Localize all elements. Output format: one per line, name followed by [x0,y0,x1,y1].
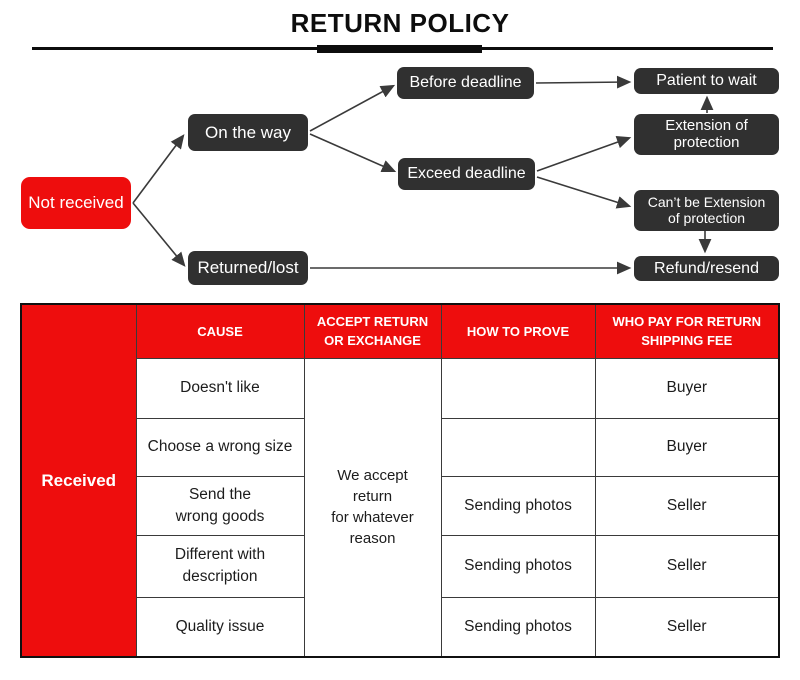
flowchart-node-on-the-way: On the way [188,114,308,151]
flowchart-node-cant-be-extension: Can’t be Extension of protection [634,190,779,231]
table-cell-prove: Sending photos [440,596,596,658]
table-row: Different with description Sending photo… [21,534,780,598]
table-cell-payer: Buyer [594,357,780,419]
flowchart-node-exceed-deadline: Exceed deadline [398,158,535,190]
arrow-notreceived-returnedlost [132,202,186,267]
flowchart-node-before-deadline: Before deadline [397,67,534,99]
arrow-ontheway-exceeddeadline [309,133,397,173]
arrow-beforedeadline-patienttowait [535,75,632,89]
flowchart-node-refund-resend: Refund/resend [634,256,779,281]
table-header-accept-return: ACCEPT RETURN OR EXCHANGE [303,303,442,359]
table-header-how-to-prove: HOW TO PROVE [440,303,596,359]
arrow-exceeddeadline-extension [536,136,632,172]
table-row-header-received: Received [20,303,137,658]
table-cell-prove: Sending photos [440,534,596,598]
table-header-cause: CAUSE [135,303,305,359]
table-row: Quality issue Sending photos Seller [21,596,780,658]
table-cell-cause: Quality issue [135,596,305,658]
table-cell-prove: Sending photos [440,475,596,536]
table-cell-cause: Choose a wrong size [135,417,305,477]
table-row: Choose a wrong size Buyer [21,417,780,477]
table-cell-payer: Seller [594,596,780,658]
table-row: Doesn't like We accept return for whatev… [21,357,780,658]
table-cell-payer: Seller [594,534,780,598]
arrow-exceeddeadline-cantbeextension [536,176,632,209]
table-cell-cause: Doesn't like [135,357,305,419]
table-cell-payer: Buyer [594,417,780,477]
flowchart-node-patient-to-wait: Patient to wait [634,68,779,94]
table-header-who-pays: WHO PAY FOR RETURN SHIPPING FEE [594,303,780,359]
table-cell-cause: Send the wrong goods [135,475,305,536]
table-cell-prove [440,417,596,477]
arrow-ontheway-beforedeadline [309,84,396,132]
flowchart-node-not-received: Not received [21,177,131,229]
page-title: RETURN POLICY [290,8,510,38]
table-cell-accept-note: We accept return for whatever reason [303,357,442,658]
table-cell-payer: Seller [594,475,780,536]
title-underline-thick [317,45,482,53]
table-cell-cause: Different with description [135,534,305,598]
table-cell-prove [440,357,596,419]
flowchart-node-extension-of-protection: Extension of protection [634,114,779,155]
policy-table: Received CAUSE ACCEPT RETURN OR EXCHANGE… [20,303,780,658]
arrow-notreceived-ontheway [132,134,185,204]
flowchart-node-returned-lost: Returned/lost [188,251,308,285]
